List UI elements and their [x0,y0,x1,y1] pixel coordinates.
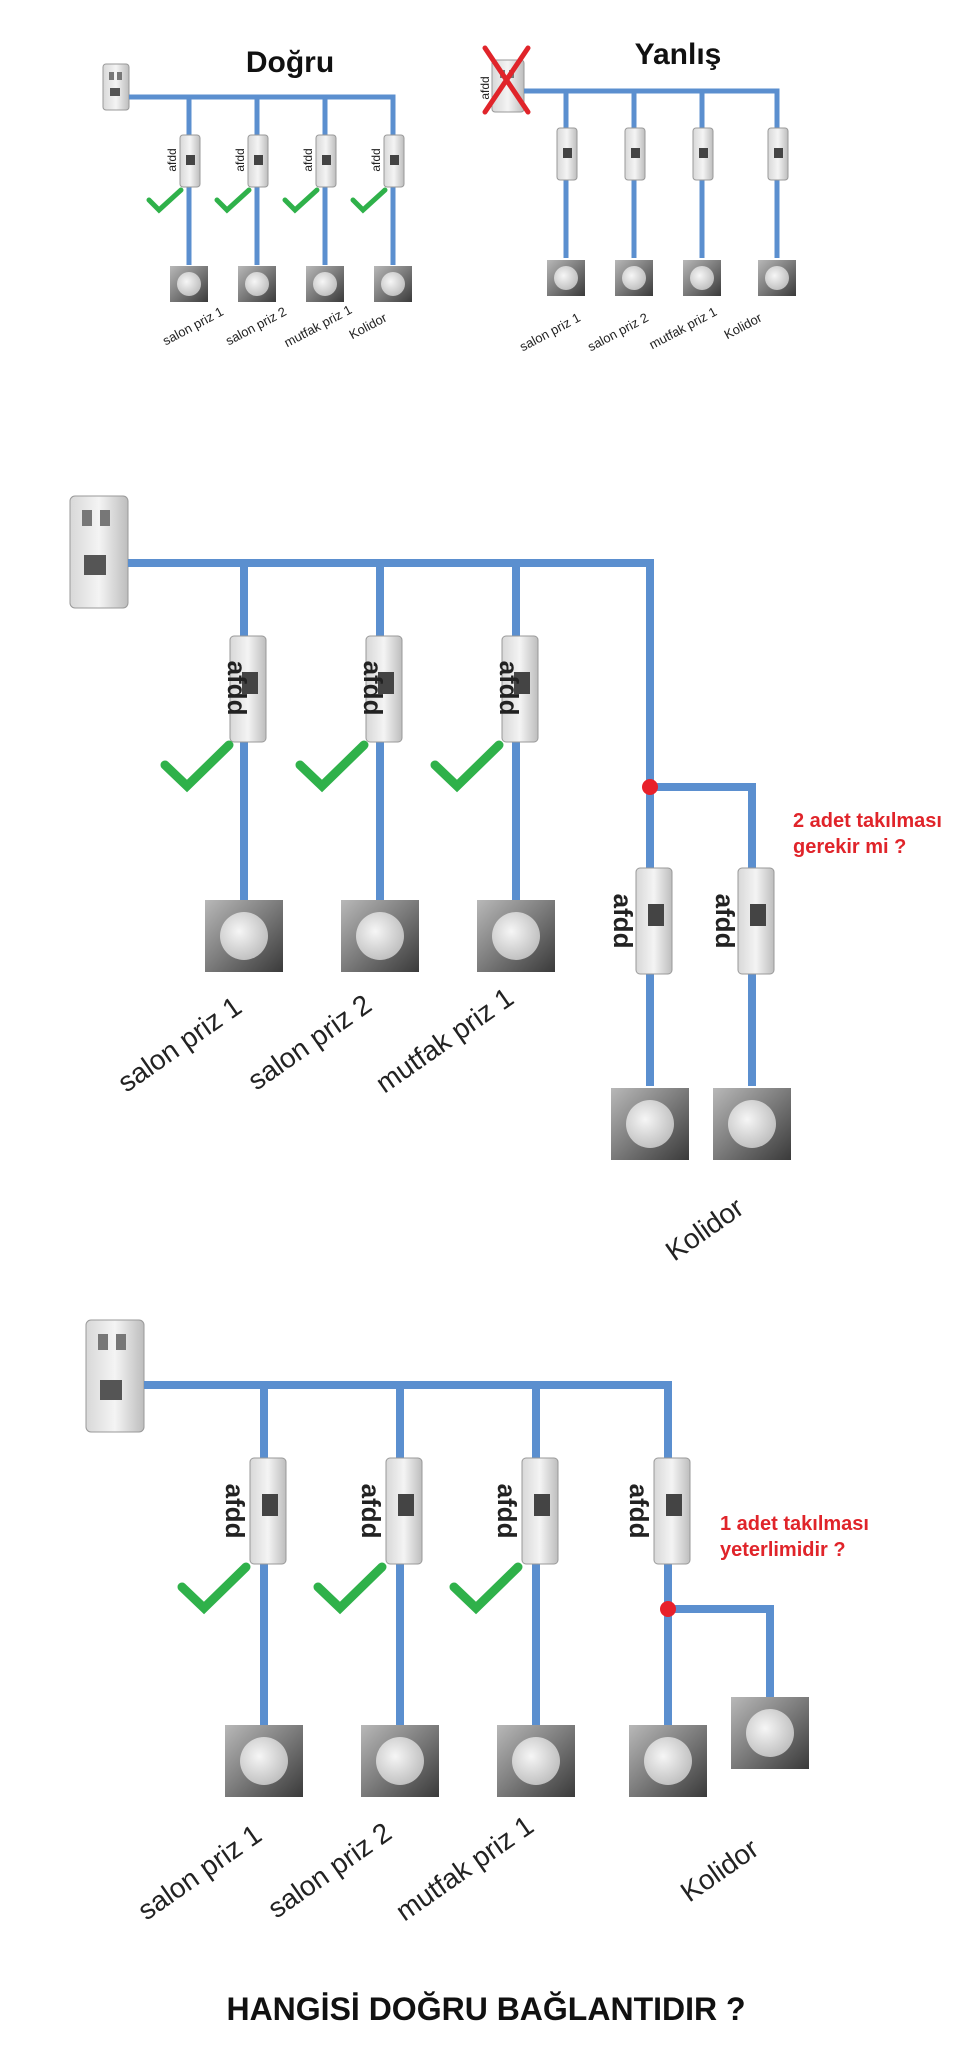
outlet-label: Kolidor [660,1192,749,1267]
question-line: 1 adet takılması [720,1513,869,1535]
main-breaker [102,63,130,111]
outlet-icon [225,1697,809,1797]
outlet-icon [205,900,791,1160]
outlet-label: Kolidor [722,310,765,343]
outlet-label: mutfak priz 1 [647,304,720,352]
outlet-icon [547,260,796,296]
outlet-label: salon priz 1 [112,990,247,1098]
outlet-label: salon priz 1 [132,1818,267,1926]
outlet-label: salon priz 2 [223,304,289,348]
breaker-label: afdd [165,148,179,171]
diagram-bottom: afdd afdd afdd afdd salon priz 1 salon p… [85,1319,869,1927]
breaker-label: afdd [233,148,247,171]
breaker-label: afdd [608,894,638,949]
breaker-label: afdd [356,1484,386,1539]
breaker-label: afdd [492,1484,522,1539]
outlet-label: salon priz 1 [517,310,583,354]
branch-breakers-middle [229,635,775,975]
branch-breakers-correct [179,134,405,188]
branch-breakers-bottom [249,1457,691,1565]
title-wrong: Yanlış [635,38,722,71]
diagram-correct: Doğru afdd afdd afdd afdd [102,46,412,350]
junction-node [642,779,658,795]
diagram-wrong: Yanlış afdd [478,38,796,354]
breaker-label: afdd [222,661,252,716]
question-line: gerekir mi ? [793,836,906,858]
breaker-label: afdd [624,1484,654,1539]
branch-breakers-wrong [556,127,789,181]
outlet-label: salon priz 2 [242,988,377,1096]
junction-node [660,1601,676,1617]
outlet-label: mutfak priz 1 [390,1810,539,1927]
title-correct: Doğru [246,46,334,79]
footer-question: HANGİSİ DOĞRU BAĞLANTIDIR ? [226,1991,745,2027]
breaker-label: afdd [710,894,740,949]
main-breaker-label: afdd [478,76,492,99]
breaker-label: afdd [301,148,315,171]
outlet-label: Kolidor [675,1833,764,1908]
outlet-label: salon priz 2 [585,310,651,354]
check-icon [146,187,388,214]
breaker-label: afdd [369,148,383,171]
question-line: 2 adet takılması [793,810,942,832]
diagram-middle: afdd afdd afdd afdd afdd salon priz 1 sa… [69,495,942,1267]
outlet-label: mutfak priz 1 [370,982,519,1099]
outlet-label: salon priz 2 [262,1816,397,1924]
question-line: yeterlimidir ? [720,1539,846,1561]
check-icon [160,740,504,793]
outlet-label: mutfak priz 1 [282,302,355,350]
breaker-label: afdd [220,1484,250,1539]
outlet-icon [170,266,412,302]
check-icon [177,1562,523,1615]
cross-icon [482,45,531,115]
breaker-label: afdd [494,661,524,716]
outlet-label: salon priz 1 [160,304,226,348]
breaker-label: afdd [358,661,388,716]
main-breaker [85,1319,145,1433]
main-breaker [69,495,129,609]
